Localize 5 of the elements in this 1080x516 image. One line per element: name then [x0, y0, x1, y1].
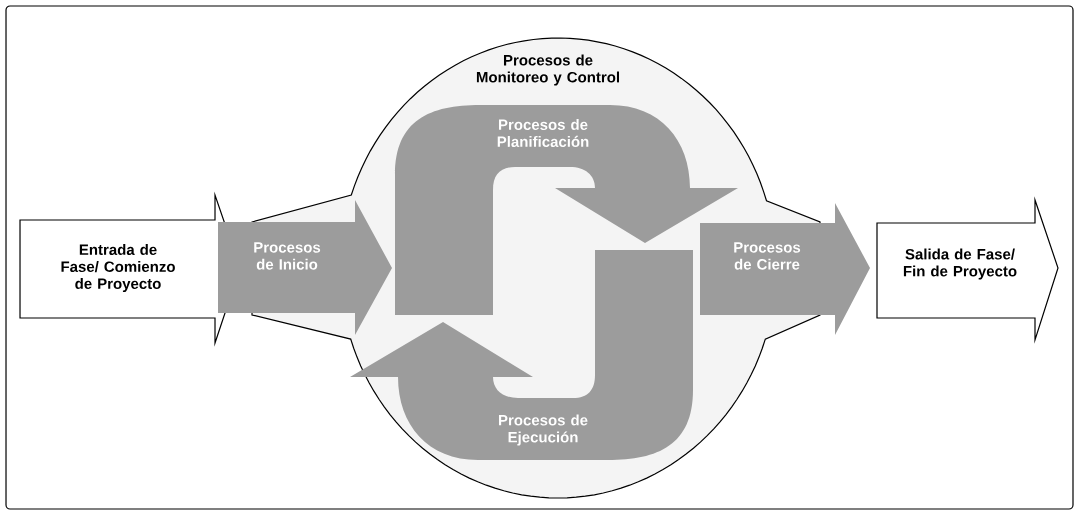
phase-block: Salida de Fase/ Fin de Proyecto: [876, 196, 1059, 344]
curved-process-band: Procesos de Ejecución: [350, 250, 693, 460]
process-block: Procesos de Inicio: [218, 200, 392, 335]
phase-block: Entrada de Fase/ Comienzo de Proyecto: [19, 191, 241, 347]
process-block: Procesos de Cierre: [700, 203, 870, 335]
